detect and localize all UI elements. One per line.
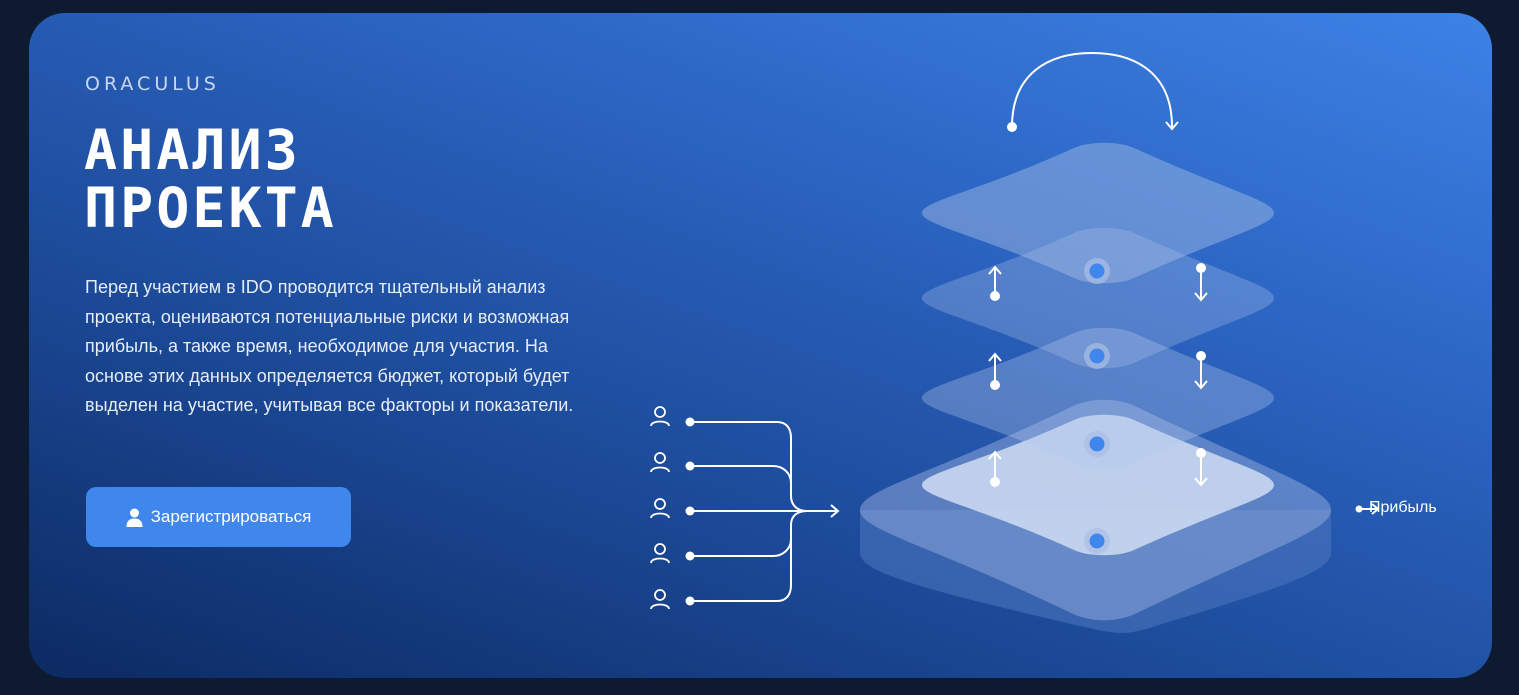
input-connectors — [690, 421, 840, 602]
middle-layer-lower — [922, 327, 1274, 469]
input-users — [650, 406, 670, 610]
user-icon — [650, 406, 670, 427]
down-arrow-dots — [1196, 263, 1206, 458]
project-analysis-diagram — [650, 51, 1380, 633]
user-icon — [650, 589, 670, 610]
arc-arrow-icon — [1007, 51, 1179, 132]
register-button[interactable]: Зарегистрироваться — [86, 487, 351, 547]
register-button-label: Зарегистрироваться — [150, 507, 312, 526]
user-icon — [126, 508, 143, 527]
output-arrow — [1355, 503, 1380, 515]
profit-label: Прибыль — [1369, 499, 1437, 516]
user-icon — [650, 452, 670, 473]
hero-card: ORACULUS АНАЛИЗ ПРОЕКТА Перед участием в… — [29, 13, 1492, 678]
page-title: АНАЛИЗ ПРОЕКТА — [84, 118, 337, 240]
down-arrows — [1194, 268, 1208, 487]
brand-label: ORACULUS — [85, 73, 220, 95]
hero-description: Перед участием в IDO проводится тщательн… — [85, 277, 574, 415]
input-connector-dots — [685, 417, 695, 606]
up-arrows — [988, 265, 1002, 481]
up-arrow-dots — [990, 291, 1000, 487]
user-icon — [650, 543, 670, 564]
center-nodes — [1084, 258, 1110, 554]
top-layer — [922, 142, 1274, 284]
user-icon — [650, 498, 670, 519]
base-layer — [860, 399, 1331, 633]
middle-layer-upper — [922, 227, 1274, 369]
